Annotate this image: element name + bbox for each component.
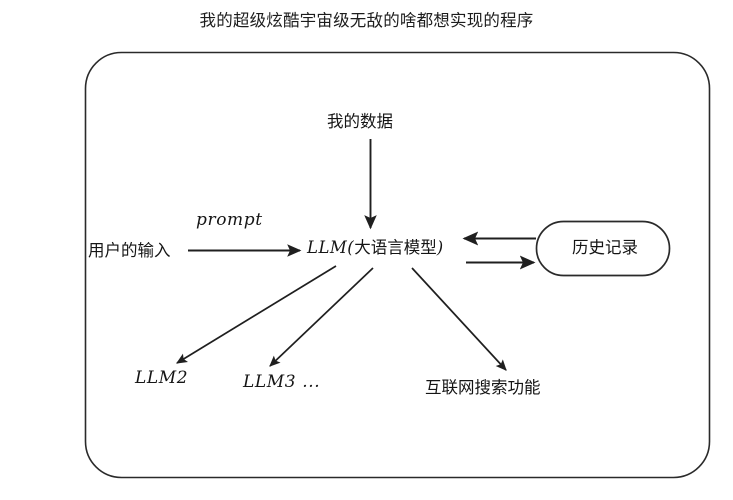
node-web-search[interactable]: 互联网搜索功能 bbox=[425, 379, 541, 397]
program-boundary bbox=[84, 51, 711, 479]
node-llm-main-tail: ) bbox=[436, 238, 444, 257]
node-history-label[interactable]: 历史记录 bbox=[572, 239, 638, 257]
node-user-input[interactable]: 用户的输入 bbox=[88, 242, 171, 260]
edge-llm-to-llm2 bbox=[176, 265, 337, 364]
node-llm2[interactable]: LLM2 bbox=[135, 368, 189, 388]
node-llm-main-cjk: 大语言模型 bbox=[354, 239, 437, 257]
edge-llm-to-llm3 bbox=[269, 267, 374, 367]
node-llm-main[interactable]: LLM(大语言模型) bbox=[307, 238, 444, 258]
node-my-data[interactable]: 我的数据 bbox=[327, 113, 393, 131]
edge-label-prompt: prompt bbox=[196, 210, 263, 230]
node-llm3[interactable]: LLM3 ... bbox=[243, 372, 321, 392]
history-node-shape[interactable] bbox=[535, 220, 671, 277]
edge-llm-to-websearch bbox=[411, 267, 507, 371]
node-llm-main-latin: LLM( bbox=[307, 238, 355, 257]
page-title: 我的超级炫酷宇宙级无敌的啥都想实现的程序 bbox=[199, 12, 534, 30]
